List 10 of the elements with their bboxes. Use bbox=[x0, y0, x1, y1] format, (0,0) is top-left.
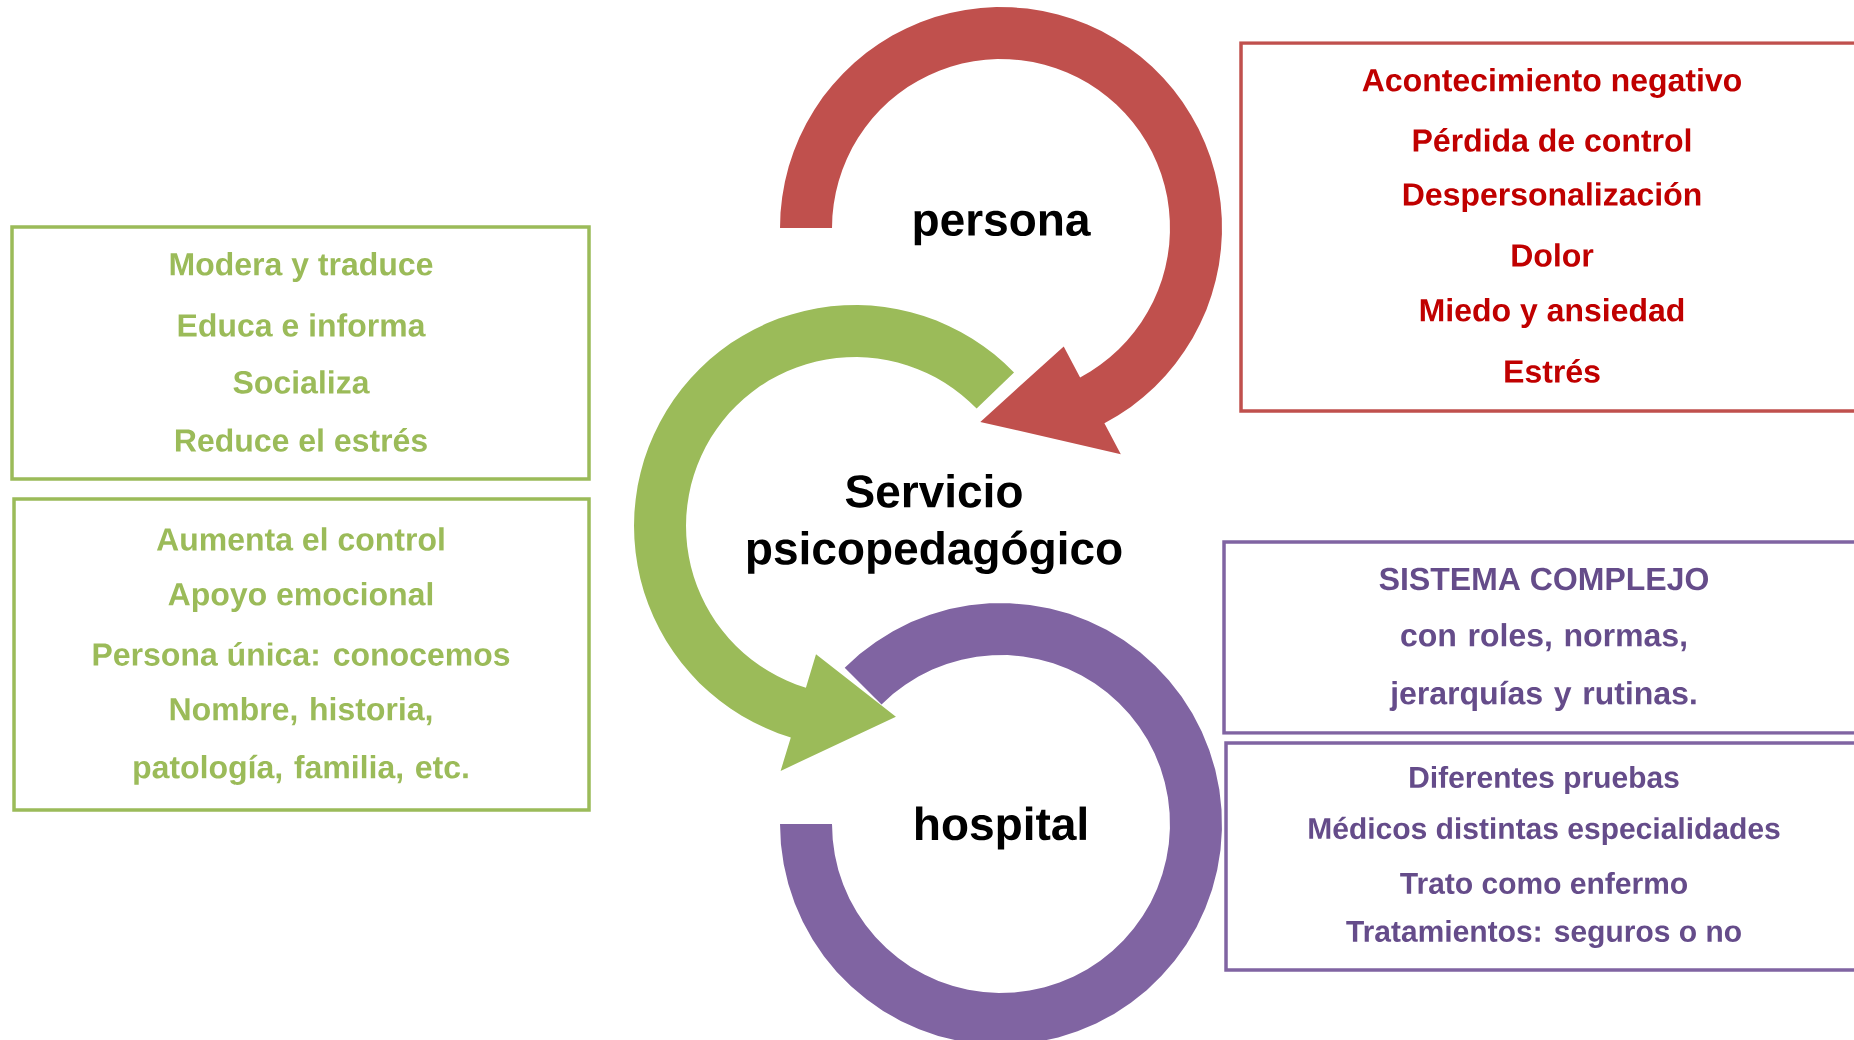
circular-arrow bbox=[780, 7, 1222, 455]
text-box: Modera y traduce Educa e informa Socializa Reduce el estrés bbox=[10, 225, 591, 481]
ring-label: persona bbox=[914, 210, 1091, 246]
circular-arrow bbox=[634, 305, 1014, 771]
text-box: SISTEMA COMPLEJO con roles, normas, jerarquías y rutinas. bbox=[1222, 540, 1854, 735]
ring-label: hospital bbox=[916, 806, 1086, 850]
text-box: Aumenta el control Apoyo emocional Persona única: conocemos Nombre, historia, patología, familia, etc. bbox=[12, 497, 591, 812]
text-box: Diferentes pruebas Médicos distintas especialidades Trato como enfermo Tratamientos: seguros o no bbox=[1224, 741, 1854, 972]
text-box: Acontecimiento negativo Pérdida de control Despersonalización Dolor Miedo y ansiedad Estrés bbox=[1239, 41, 1854, 413]
ring-label: Servicio psicopedagógico bbox=[747, 473, 1122, 575]
